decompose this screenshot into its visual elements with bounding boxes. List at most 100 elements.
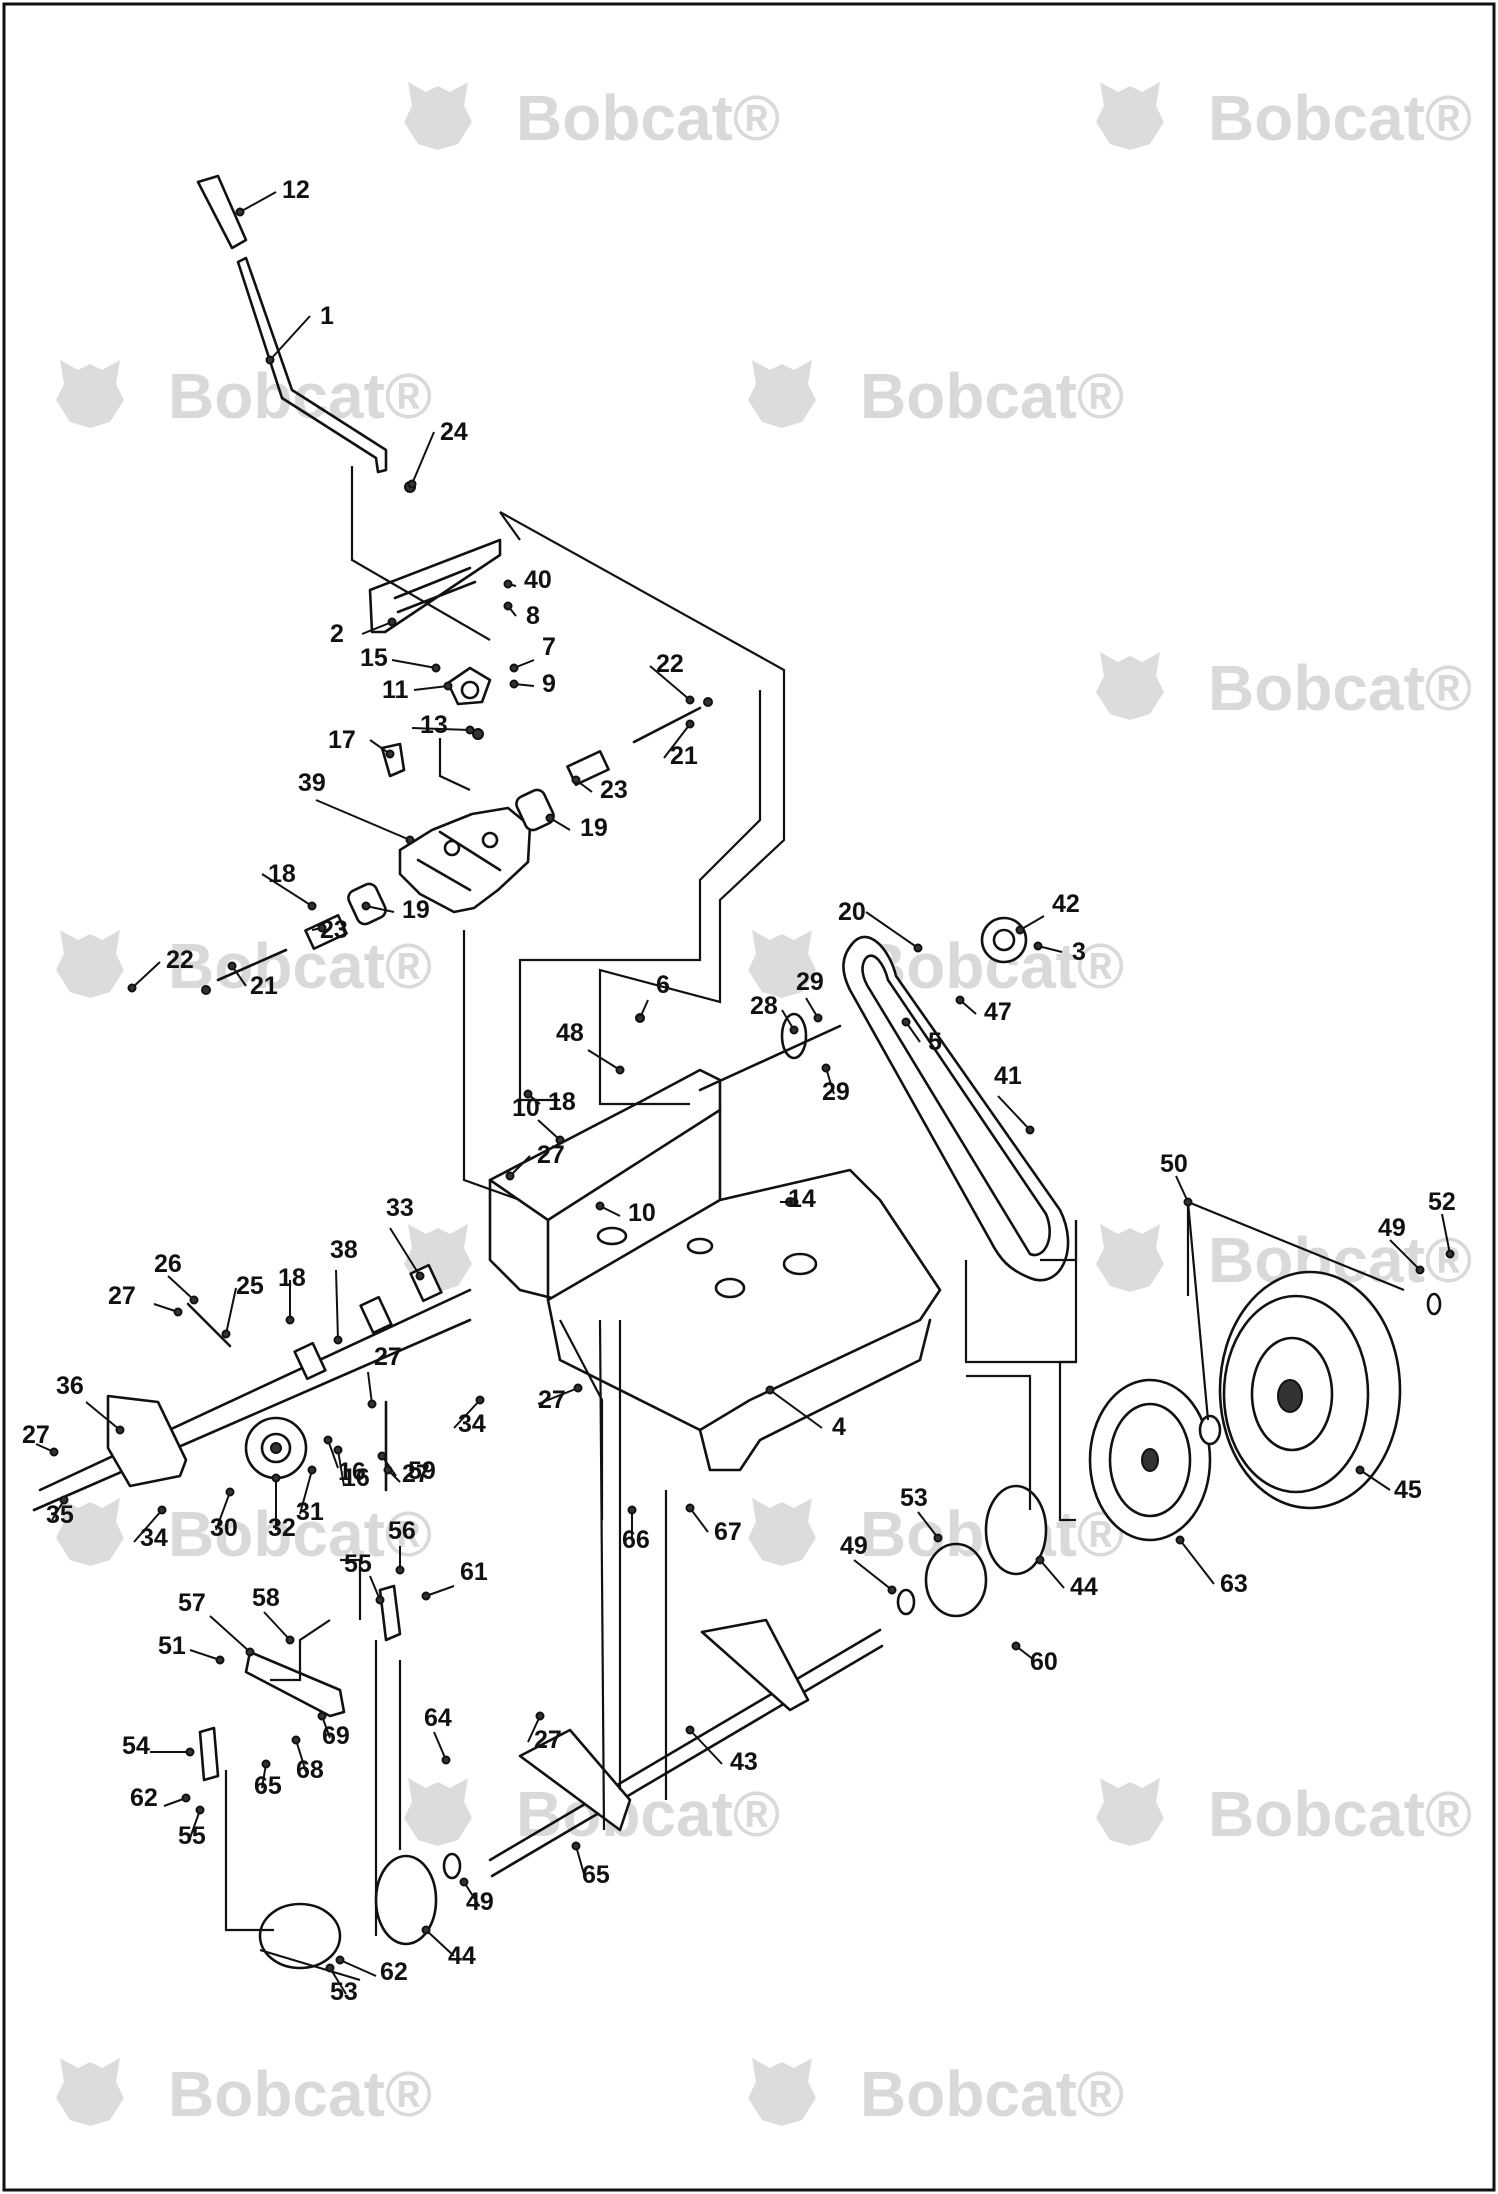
part-callout-47: 47 [984,998,1012,1026]
conn-line [350,466,491,641]
fastener-dot [555,1135,565,1145]
leader-line [997,1095,1031,1131]
link-55a [378,1584,402,1642]
fastener-dot [431,663,441,673]
leader-line [315,799,411,841]
part-callout-10: 10 [512,1094,540,1122]
part-callout-62: 62 [130,1784,158,1812]
part-callout-40: 40 [524,566,552,594]
axle-43 [488,1628,882,1862]
bobcat-logo-icon [1096,1778,1164,1846]
leader-line [1179,1539,1215,1585]
part-callout-65: 65 [254,1772,282,1800]
part-callout-45: 45 [1394,1476,1422,1504]
bobcat-watermarks: Bobcat® Bobcat® Bobcat® Bobcat® Bobcat® Bobca… [56,82,1472,2130]
fastener-dot [225,1487,235,1497]
leader-line [239,191,277,213]
part-callout-27: 27 [374,1343,402,1371]
part-callout-42: 42 [1052,890,1080,918]
fastener-dot [503,601,513,611]
gearbox-housing [398,806,532,914]
fastener-dot [59,1495,69,1505]
brake-band-53b [258,1902,342,1970]
pin-22a [703,697,713,707]
part-callout-6: 6 [656,971,670,999]
leader-line [225,1287,237,1335]
leader-line [1389,1239,1421,1271]
part-callout-21: 21 [670,742,698,770]
frame-hole [714,1277,746,1299]
fastener-dot [933,1533,943,1543]
fastener-dot [307,1465,317,1475]
part-callout-30: 30 [210,1514,238,1542]
bobcat-watermark: Bobcat® [1096,1778,1472,1850]
conn-line [259,1948,361,1982]
leader-line [1019,915,1045,931]
coupler-19a [515,788,555,832]
fastener-dot [185,1747,195,1757]
part-callout-14: 14 [788,1185,816,1213]
leader-line [509,1155,531,1177]
leader-line [389,1227,421,1277]
gear-32-hub [260,1432,292,1464]
leader-line [689,1507,709,1533]
part-callout-18: 18 [278,1264,306,1292]
fastener-dot [173,1307,183,1317]
part-callout-27: 27 [108,1282,136,1310]
fastener-dot [789,1025,799,1035]
part-callout-27: 27 [22,1421,50,1449]
bobcat-logo-icon [1096,652,1164,720]
leader-line [1441,1213,1451,1255]
bobcat-watermark: Bobcat® [748,360,1124,432]
fastener-dot [595,1201,605,1211]
part-callout-39: 39 [298,769,326,797]
fastener-dot [545,813,555,823]
fastener-dot [571,775,581,785]
part-callout-25: 25 [236,1272,264,1300]
fastener-dot [573,1383,583,1393]
axle-shaft-lower [32,1318,472,1512]
part-callout-66: 66 [622,1526,650,1554]
bobcat-watermark-text: Bobcat® [168,2058,432,2130]
leader-line [411,727,471,731]
pulley-42-hub [992,928,1016,952]
leader-line [269,315,311,361]
leader-line [131,961,161,989]
part-callout-64: 64 [424,1704,452,1732]
fastener-dot [261,1759,271,1769]
fastener-dot [1183,1197,1193,1207]
conn-line [499,511,786,1106]
gearbox-detail [416,858,472,892]
bobcat-watermark: Bobcat® [748,2058,1124,2130]
fastener-dot [377,1451,387,1461]
fastener-dot [535,1711,545,1721]
fastener-dot [215,1655,225,1665]
bobcat-logo-icon [404,82,472,150]
fastener-dot [395,1565,405,1575]
bobcat-logo-icon [748,360,816,428]
part-callout-8: 8 [526,602,540,630]
leader-line [453,1399,481,1429]
part-callout-36: 36 [56,1372,84,1400]
fastener-dot [317,923,327,933]
leader-line [537,1119,561,1141]
part-callout-68: 68 [296,1756,324,1784]
leader-line [209,1615,251,1653]
gearbox-port [443,839,461,857]
tire-45-hub [1277,1379,1303,1413]
part-callout-32: 32 [268,1514,296,1542]
bobcat-watermark-text: Bobcat® [168,930,432,1002]
fastener-dot [181,1793,191,1803]
part-callout-18: 18 [548,1088,576,1116]
part-callout-62: 62 [380,1958,408,1986]
nut-50 [1198,1414,1222,1446]
bobcat-watermark: Bobcat® [404,1778,780,1850]
fastener-dot [271,1473,281,1483]
fastener-dot [443,681,453,691]
lever-pivot [460,680,480,700]
part-callout-44: 44 [1070,1573,1098,1601]
sprocket-63-hub [1141,1448,1159,1472]
part-callout-9: 9 [542,670,556,698]
leader-line [413,685,449,691]
